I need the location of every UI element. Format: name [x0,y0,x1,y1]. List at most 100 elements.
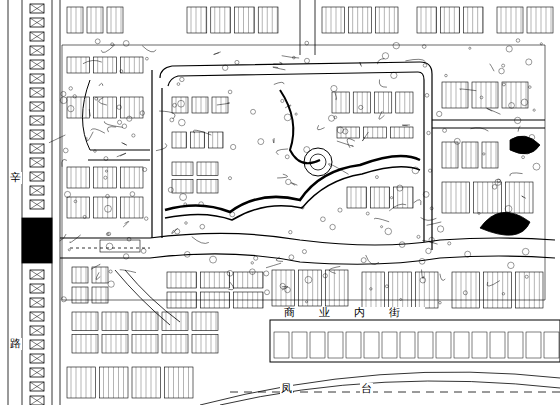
kiosk-mark [30,284,44,293]
building [497,7,523,33]
building [349,7,372,33]
landscape-path [99,83,103,86]
building [172,132,186,148]
building-grid [176,162,191,176]
tree [105,205,112,212]
branch-road [432,120,545,128]
tree [106,194,110,198]
landscape-path [142,46,156,52]
shop-unit [400,332,415,358]
tree [258,139,264,145]
building-grid [509,182,529,213]
building [337,127,360,138]
tree [122,124,127,129]
shop-unit [328,332,343,358]
tree [427,131,430,134]
building-grid [329,270,344,306]
landscape-path [117,153,126,157]
tree [251,109,256,114]
building-grid [336,92,346,113]
building [375,7,398,33]
building [92,287,108,303]
building [120,57,143,73]
building [67,197,90,218]
tree [117,120,121,124]
building-grid [478,182,498,213]
landscape-path [228,282,233,290]
building-grid [71,167,86,188]
building-grid [374,187,389,208]
commercial-row [270,320,560,362]
kiosk-mark [30,74,44,83]
building [375,92,392,113]
building-grid [238,272,263,288]
building-grid [379,7,394,33]
tree [321,217,326,222]
shop-unit [310,332,325,358]
kiosk-mark [30,88,44,97]
shop-unit [346,332,361,358]
tree [359,105,363,109]
building-grid [531,7,551,33]
building [197,180,218,194]
tree [331,85,337,91]
kiosk-mark [30,130,44,139]
building-grid [96,287,106,303]
road-center [70,248,150,249]
building [120,167,143,188]
road-edge [300,0,301,55]
landscape-path [405,59,425,61]
tree [69,87,72,90]
building-grid [194,132,204,148]
tree [370,288,372,290]
tree [74,200,77,203]
building [162,335,188,354]
building-grid [176,132,186,148]
building [364,127,387,138]
building-grid [96,267,106,283]
building [67,97,90,118]
building-grid [76,312,96,331]
building-grid [400,92,410,113]
tree [144,217,147,220]
landscape-path [91,264,100,269]
tree [199,202,204,207]
tree [289,255,294,260]
road-label: 路 [9,338,22,350]
tree [285,287,291,293]
building-grid [76,287,86,303]
water-feature [165,167,420,220]
building-grid [124,57,139,73]
kiosk-mark [30,158,44,167]
landscape-path [214,52,221,55]
kiosk [30,298,44,307]
tree [177,83,180,86]
building [92,267,108,283]
building-grid [106,335,126,354]
landscape-path [120,270,136,273]
tree [437,111,442,116]
building-grid [171,292,196,308]
tree [529,135,535,141]
tree [529,86,532,89]
building [162,312,188,331]
tree [251,262,253,264]
tree [117,105,121,109]
building-grid [353,7,368,33]
road-label: 台 [360,383,373,395]
kiosk [30,340,44,349]
tree [483,153,485,155]
tree [514,117,520,123]
building-grid [71,57,86,73]
tree [73,95,76,98]
building-grid [421,7,436,33]
landscape-path [291,183,297,186]
building-grid [486,142,496,168]
landscape-path [487,108,501,114]
building [396,92,413,113]
entrance-plaza [100,240,140,252]
tree [393,42,399,48]
building-grid [366,272,381,308]
tree [502,293,504,295]
building [515,272,543,308]
